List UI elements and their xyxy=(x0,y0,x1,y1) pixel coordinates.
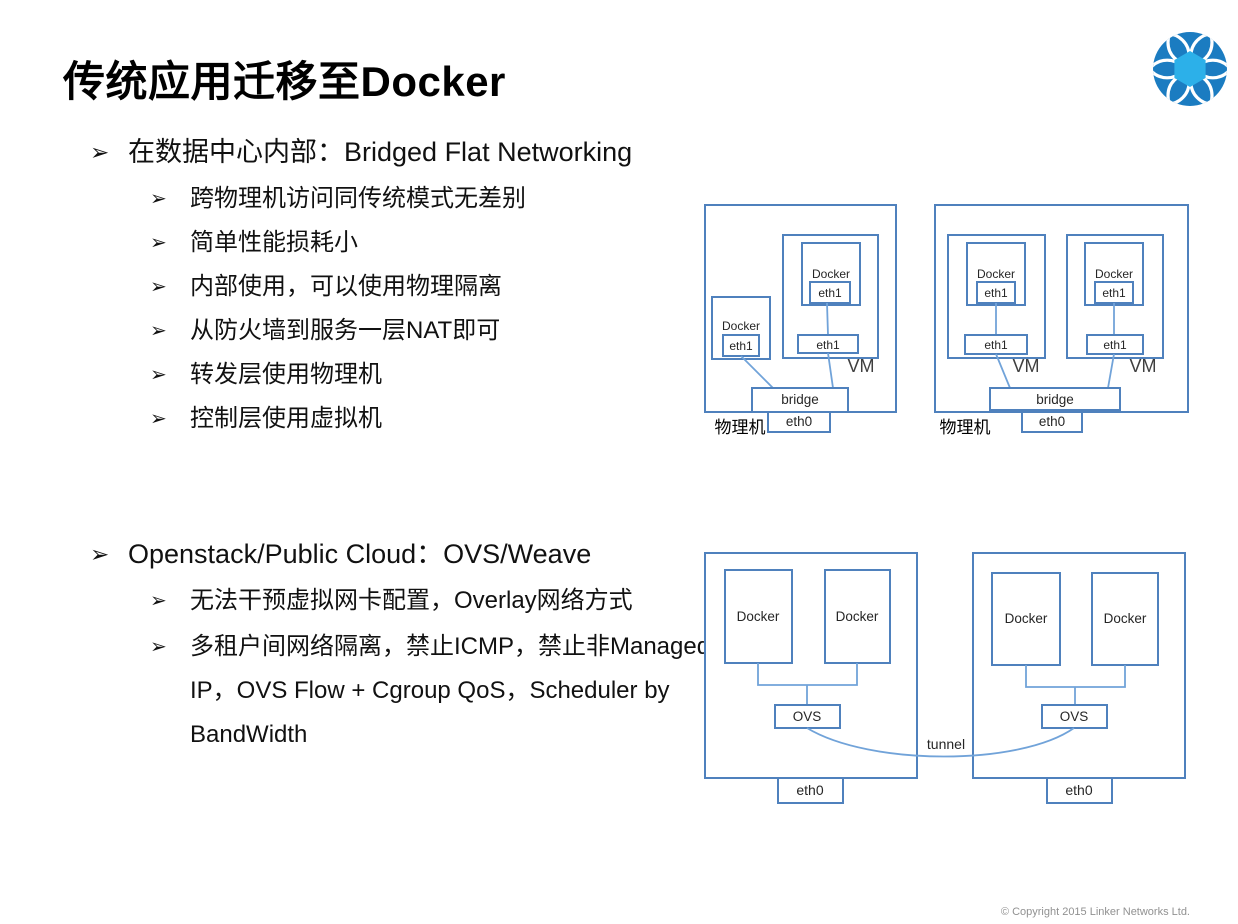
eth0-port-box xyxy=(777,777,844,804)
ovs-host-1: Docker Docker OVS eth0 xyxy=(704,552,918,804)
bullet-arrow-icon: ➢ xyxy=(150,232,167,254)
bullet-arrow-icon: ➢ xyxy=(150,636,167,658)
bullet-item: ➢ 跨物理机访问同传统模式无差别 xyxy=(150,183,730,215)
docker-label: Docker xyxy=(977,267,1015,281)
bridge-label: bridge xyxy=(781,392,819,407)
tunnel-curve xyxy=(806,727,1075,758)
ovs-box xyxy=(1041,704,1108,729)
eth0-label: eth0 xyxy=(1065,782,1092,798)
docker-label: Docker xyxy=(737,609,780,624)
bridge-label: bridge xyxy=(1036,392,1074,407)
vm-label: VM xyxy=(848,356,875,376)
tunnel-label: tunnel xyxy=(927,736,965,752)
eth1-label: eth1 xyxy=(816,338,840,352)
connector-line xyxy=(995,353,1011,389)
bullet-item: ➢ 控制层使用虚拟机 xyxy=(150,403,730,435)
connector-line xyxy=(740,355,776,391)
eth0-port-box xyxy=(1021,411,1083,433)
docker-box xyxy=(1091,572,1159,666)
vm-label: VM xyxy=(1130,356,1157,376)
bridge-box xyxy=(989,387,1121,411)
bullet-arrow-icon: ➢ xyxy=(150,590,167,612)
bullet-item: ➢ 内部使用，可以使用物理隔离 xyxy=(150,271,730,303)
eth0-label: eth0 xyxy=(796,782,823,798)
eth1-port-box xyxy=(797,334,859,354)
bullet-heading-openstack: ➢ Openstack/Public Cloud：OVS/Weave xyxy=(90,536,750,572)
bullet-heading-text: 在数据中心内部：Bridged Flat Networking xyxy=(128,137,633,167)
ovs-label: OVS xyxy=(1060,709,1089,724)
logo-hexagon xyxy=(1174,51,1206,87)
eth1-port-box xyxy=(809,281,851,304)
bullet-item: ➢ 多租户间网络隔离，禁止ICMP，禁止非Managed IP，OVS Flow… xyxy=(150,625,738,757)
eth0-port-box xyxy=(1046,777,1113,804)
eth1-label: eth1 xyxy=(984,286,1008,300)
bullet-arrow-icon: ➢ xyxy=(150,188,167,210)
docker-box xyxy=(724,569,793,664)
connector-line xyxy=(826,302,829,336)
linker-logo-icon xyxy=(1153,32,1227,106)
docker-label: Docker xyxy=(1005,611,1048,626)
bullet-arrow-icon: ➢ xyxy=(150,408,167,430)
docker-label: Docker xyxy=(836,609,879,624)
bullet-item: ➢ 从防火墙到服务一层NAT即可 xyxy=(150,315,730,347)
bullet-arrow-icon: ➢ xyxy=(90,139,110,165)
bullet-item: ➢ 简单性能损耗小 xyxy=(150,227,730,259)
bullet-arrow-icon: ➢ xyxy=(150,364,167,386)
bullet-arrow-icon: ➢ xyxy=(150,320,167,342)
page-title: 传统应用迁移至Docker xyxy=(63,58,506,105)
connector-line xyxy=(827,352,834,389)
docker-label: Docker xyxy=(722,319,760,333)
eth1-label: eth1 xyxy=(1103,338,1127,352)
diagram-bridged-flat-networking: Docker eth1 Docker eth1 eth1 VM bridge e… xyxy=(704,204,1189,437)
connector-line xyxy=(1107,353,1115,389)
bridge-box xyxy=(751,387,849,413)
docker-box xyxy=(824,569,891,664)
bullet-arrow-icon: ➢ xyxy=(150,276,167,298)
eth1-port-box xyxy=(1086,334,1144,355)
diagram-ovs-overlay: Docker Docker OVS eth0 Docker Docker OVS… xyxy=(704,552,1186,804)
docker-label: Docker xyxy=(812,267,850,281)
bullet-arrow-icon: ➢ xyxy=(90,541,110,567)
eth0-label: eth0 xyxy=(1039,414,1065,429)
bullet-item: ➢ 无法干预虚拟网卡配置，Overlay网络方式 xyxy=(150,585,730,617)
ovs-host-2: Docker Docker OVS eth0 xyxy=(972,552,1186,804)
physical-host-2: Docker eth1 eth1 VM Docker eth1 eth1 VM … xyxy=(934,204,1189,437)
physical-machine-label: 物理机 xyxy=(940,418,991,437)
eth1-label: eth1 xyxy=(729,339,753,353)
eth1-label: eth1 xyxy=(984,338,1008,352)
footer-copyright: © Copyright 2015 Linker Networks Ltd. xyxy=(1000,906,1190,918)
bullet-item: ➢ 转发层使用物理机 xyxy=(150,359,730,391)
vm-label: VM xyxy=(1013,356,1040,376)
bullet-heading-datacenter: ➢ 在数据中心内部：Bridged Flat Networking xyxy=(90,134,750,170)
physical-host-1: Docker eth1 Docker eth1 eth1 VM bridge e… xyxy=(704,204,897,437)
eth0-label: eth0 xyxy=(786,414,812,429)
eth1-label: eth1 xyxy=(1102,286,1126,300)
eth1-label: eth1 xyxy=(818,286,842,300)
bullet-heading-text: Openstack/Public Cloud：OVS/Weave xyxy=(128,539,592,569)
ovs-label: OVS xyxy=(793,709,822,724)
eth0-port-box xyxy=(767,411,831,433)
docker-label: Docker xyxy=(1104,611,1147,626)
docker-label: Docker xyxy=(1095,267,1133,281)
physical-machine-label: 物理机 xyxy=(715,418,766,437)
